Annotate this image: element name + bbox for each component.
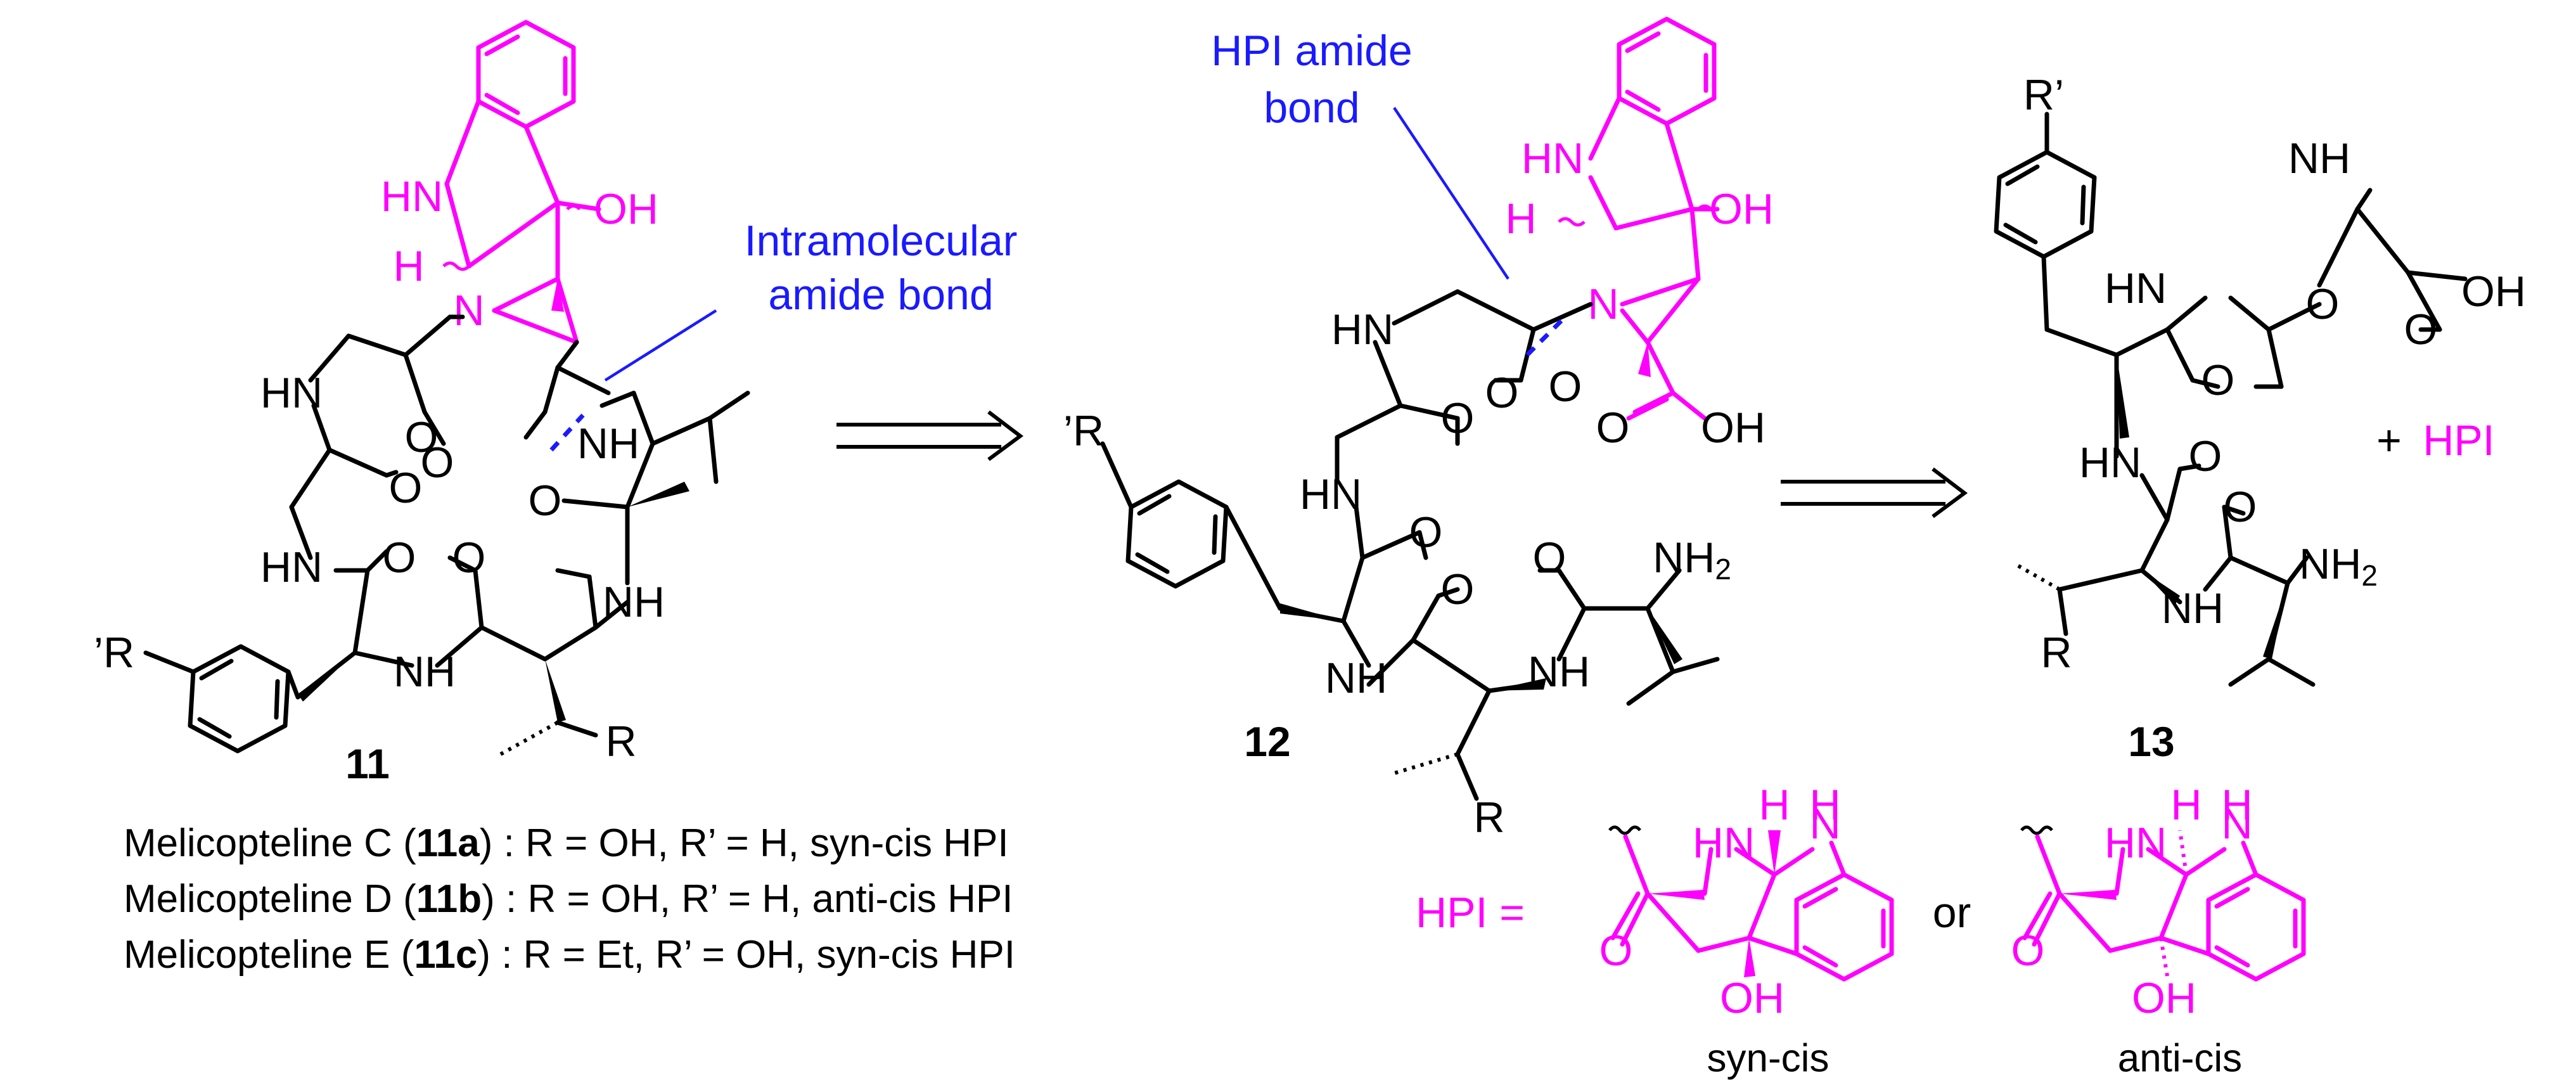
compound-11-hn-gly: HN — [260, 369, 323, 417]
hpi-amide-label-line1: HPI amide — [1211, 27, 1412, 75]
compound-12-hn-gly1: HN — [1331, 305, 1394, 354]
compound-13-structure: R’ HN NH O O O OH HN O O NH R NH2 13 — [1994, 71, 2526, 765]
compound-13-hn-gly1: HN — [2105, 264, 2167, 312]
compound-12-r-prime: ’R — [1063, 407, 1104, 455]
anti-cis-o: O — [2011, 927, 2045, 975]
compound-12-cooh-o: O — [1596, 404, 1630, 452]
syn-cis-nh-h: H — [1809, 781, 1840, 829]
compound-11-structure: HN OH H N — [94, 20, 750, 787]
compound-12-o-gly2: O — [1441, 394, 1475, 442]
legend-line-11a: Melicopteline C (11a) : R = OH, R’ = H, … — [124, 821, 1009, 865]
compound-12-o-val: O — [1533, 534, 1567, 582]
compound-11-hpi-h: H — [393, 242, 424, 290]
compound-13-r: R — [2041, 629, 2072, 677]
compound-12-hn-indoline: HN — [1522, 134, 1584, 183]
compound-11-nh-val: NH — [577, 420, 639, 468]
syn-cis-h: H — [1759, 781, 1790, 829]
compound-13-o-gly2: O — [2306, 280, 2340, 328]
compound-13-hn-tyr: HN — [2079, 439, 2141, 487]
anti-cis-h: H — [2170, 781, 2201, 829]
syn-cis-caption: syn-cis — [1707, 1037, 1829, 1081]
retro-arrow-1 — [836, 410, 1024, 461]
syn-cis-hn: HN — [1693, 819, 1755, 867]
compound-12-o-ile: O — [1441, 565, 1475, 613]
compound-13-number: 13 — [2128, 718, 2174, 765]
compound-11-nh-ile: NH — [603, 578, 665, 626]
compound-12-nh-ile: NH — [1528, 648, 1590, 696]
compound-11-hpi-unit: HN OH H N — [381, 20, 658, 345]
intramolecular-label-line2: amide bond — [768, 271, 993, 319]
compound-13-o-gly1: O — [2201, 356, 2235, 404]
compound-12-hn-gly2: HN — [1300, 470, 1362, 518]
compound-12-hpi-oh: OH — [1709, 185, 1774, 233]
compound-13-nh-ile: NH — [2162, 584, 2224, 633]
syn-cis-n: N — [1809, 800, 1840, 848]
compound-11-hn-indoline: HN — [381, 172, 443, 221]
compound-13-nh-gly2: NH — [2288, 134, 2350, 183]
plus-sign: + — [2376, 416, 2402, 465]
intramolecular-amide-annotation: Intramolecular amide bond — [549, 217, 1018, 452]
anti-cis-oh: OH — [2132, 974, 2196, 1022]
compound-13-o-tyr: O — [2189, 432, 2222, 480]
compound-13-o-cooh: O — [2404, 305, 2438, 354]
compound-11-number: 11 — [345, 740, 390, 787]
compound-12-cooh-oh: OH — [1701, 404, 1765, 452]
compound-12-number: 12 — [1244, 718, 1290, 765]
compound-11-o-tyr: O — [383, 534, 416, 582]
compound-13-nh2: NH2 — [2299, 540, 2378, 592]
compound-13-o-ile: O — [2224, 483, 2257, 531]
compound-12-hpi-unit: HN OH H N — [1505, 16, 1774, 421]
compound-11-r: R — [605, 717, 636, 766]
compound-12-o-gly1: O — [1485, 369, 1519, 417]
compound-12-r: R — [1473, 793, 1504, 842]
intramolecular-label-line1: Intramolecular — [745, 217, 1018, 265]
compound-12-o-tyr: O — [1409, 508, 1443, 556]
hpi-amide-label-line2: bond — [1264, 84, 1359, 132]
hpi-product-label: HPI — [2423, 416, 2494, 465]
legend: Melicopteline C (11a) : R = OH, R’ = H, … — [124, 821, 1015, 977]
compound-12-structure: HN OH H N O O OH — [1063, 16, 1774, 842]
compound-12-o-cooh: O — [1549, 363, 1582, 411]
anti-cis-n: N — [2221, 800, 2252, 848]
hpi-amide-annotation: HPI amide bond — [1211, 27, 1567, 357]
or-label: or — [1933, 889, 1971, 937]
hpi-equals-label: HPI = — [1416, 889, 1525, 937]
compound-11-n-tyr: NH — [394, 648, 456, 696]
hpi-definition: HPI = O HN H N H OH — [1416, 781, 2306, 1081]
compound-12-hpi-h: H — [1505, 195, 1536, 243]
compound-11-o-ile: O — [529, 477, 562, 525]
anti-cis-caption: anti-cis — [2118, 1037, 2242, 1081]
anti-cis-structure: O HN H N H OH anti-cis — [2011, 781, 2306, 1081]
compound-12-hpi-n: N — [1587, 280, 1618, 328]
compound-11-o-amide: O — [452, 534, 486, 582]
compound-11-o-gly2: O — [389, 464, 423, 512]
anti-cis-nh-h: H — [2221, 781, 2252, 829]
anti-cis-hn: HN — [2105, 819, 2167, 867]
compound-11-hpi-n: N — [453, 286, 484, 335]
compound-11-hn-tyr: HN — [260, 543, 323, 591]
compound-11-r-prime: ’R — [94, 629, 134, 677]
compound-12-nh2: NH2 — [1653, 534, 1731, 586]
retro-arrow-2 — [1781, 467, 1968, 518]
compound-11-hpi-oh: OH — [594, 185, 658, 233]
compound-12-n-tyr: NH — [1325, 654, 1387, 702]
compound-11-o-val: O — [421, 439, 454, 487]
legend-line-11b: Melicopteline D (11b) : R = OH, R’ = H, … — [124, 877, 1013, 921]
syn-cis-structure: O HN H N H OH syn-cis — [1599, 781, 1894, 1081]
legend-line-11c: Melicopteline E (11c) : R = Et, R’ = OH,… — [124, 933, 1015, 977]
syn-cis-oh: OH — [1720, 974, 1785, 1022]
compound-13-oh-cooh: OH — [2461, 267, 2526, 316]
compound-11-o-gly: O — [405, 413, 439, 461]
syn-cis-o: O — [1599, 927, 1633, 975]
compound-13-r-prime: R’ — [2023, 71, 2064, 119]
